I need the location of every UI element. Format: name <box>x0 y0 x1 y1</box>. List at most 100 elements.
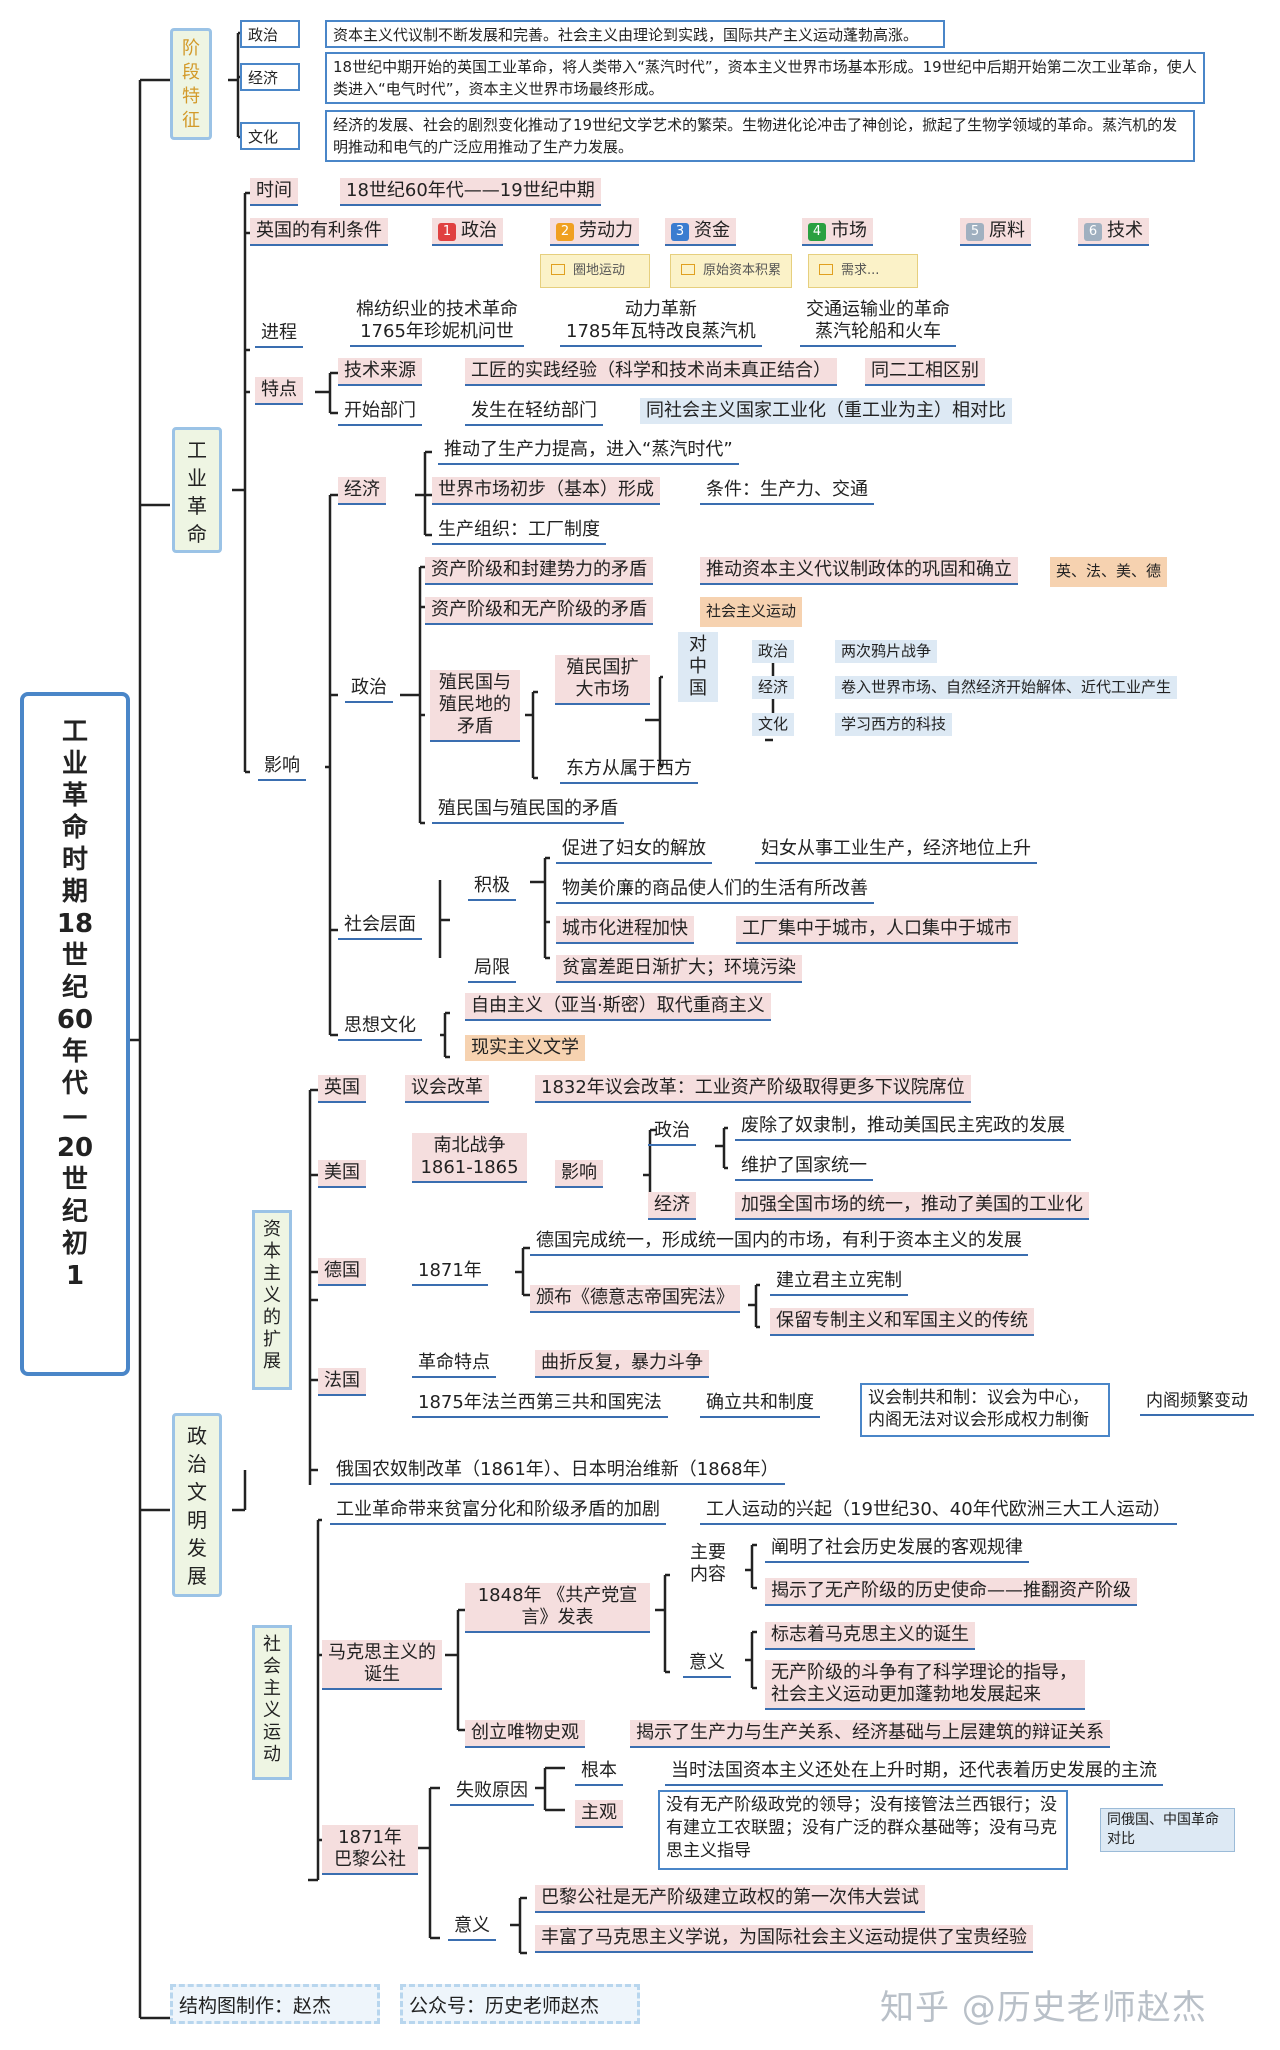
pc-content-1: 揭示了无产阶级的历史使命——推翻资产阶级 <box>765 1578 1137 1606</box>
ir-cond-note-0: 圈地运动 <box>540 254 650 288</box>
ir-time-label: 时间 <box>250 178 298 206</box>
pc-de2: 颁布《德意志帝国宪法》 <box>530 1285 740 1313</box>
pc-us-impact: 影响 <box>555 1160 603 1188</box>
pc-content-label: 主要内容 <box>690 1542 726 1585</box>
ir-econ-cond: 条件：生产力、交通 <box>700 477 874 505</box>
ir-tech-source-cmp: 同二工相区别 <box>865 358 985 386</box>
pc-fr-label: 法国 <box>318 1368 366 1396</box>
ir-start-dept-cmp: 同社会主义国家工业化（重工业为主）相对比 <box>640 398 1012 424</box>
ir-process-detail: 1785年瓦特改良蒸汽机 <box>566 321 756 342</box>
pc-de-year: 1871年 <box>412 1258 488 1286</box>
pc-paris-label: 1871年 巴黎公社 <box>322 1825 418 1875</box>
pc-s0a: 工人运动的兴起（19世纪30、40年代欧洲三大工人运动） <box>700 1497 1177 1525</box>
ir-econ-1: 世界市场初步（基本）形成 <box>432 477 660 505</box>
pc-fail-label: 失败原因 <box>450 1778 534 1806</box>
ir-neg-label: 局限 <box>468 955 516 983</box>
ir-process-detail: 1765年珍妮机问世 <box>360 321 514 342</box>
pc-meaning-0: 标志着马克思主义的诞生 <box>765 1622 975 1650</box>
pc-fr1: 革命特点 <box>412 1350 496 1378</box>
ir-cond-badge-1: 2 <box>556 223 574 241</box>
ir-pos-1: 物美价廉的商品使人们的生活有所改善 <box>556 876 874 904</box>
pc-soc-label: 社会主义运动 <box>252 1625 292 1780</box>
ir-pol1b: 英、法、美、德 <box>1050 557 1168 587</box>
pc-fr2b: 议会制共和制：议会为中心，内阁无法对议会形成权力制衡 <box>860 1383 1110 1437</box>
ir-pos3b: 工厂集中于城市，人口集中于城市 <box>736 916 1018 944</box>
ir-pol2: 资产阶级和无产阶级的矛盾 <box>425 597 653 625</box>
pc-uk1: 议会改革 <box>405 1075 489 1103</box>
pc-uk-label: 英国 <box>318 1075 366 1103</box>
ir-cond-note-text: 圈地运动 <box>573 263 626 278</box>
pc-meaning-label: 意义 <box>683 1650 731 1678</box>
stage-culture: 经济的发展、社会的剧烈变化推动了19世纪文学艺术的繁荣。生物进化论冲击了神创论，… <box>325 110 1195 162</box>
ir-cond-text-2: 资金 <box>694 220 730 241</box>
ir-pol3b: 对中国 <box>678 632 718 702</box>
ir-process-2: 交通运输业的革命蒸汽轮船和火车 <box>800 297 956 347</box>
stage-label: 阶段特征 <box>170 28 212 140</box>
stage-political: 资本主义代议制不断发展和完善。社会主义由理论到实践，国际共产主义运动蓬勃高涨。 <box>325 20 945 48</box>
ir-pol3c: 东方从属于西方 <box>560 756 698 784</box>
ir-cond-text-1: 劳动力 <box>579 220 633 241</box>
ir-pos1b: 妇女从事工业生产，经济地位上升 <box>755 836 1037 864</box>
ir-cond-badge-0: 1 <box>438 223 456 241</box>
ir-process-title: 棉纺织业的技术革命 <box>356 299 518 320</box>
pc-us-pol: 政治 <box>648 1118 696 1146</box>
ir-cond-badge-3: 4 <box>808 223 826 241</box>
ir-thought-label: 思想文化 <box>338 1013 422 1041</box>
ir-pol1a: 推动资本主义代议制政体的巩固和确立 <box>700 557 1018 585</box>
pc-uk2: 1832年议会改革：工业资产阶级取得更多下议院席位 <box>535 1075 971 1103</box>
ir-cond-note-text: 原始资本积累 <box>703 263 782 278</box>
pc-us-pol-1: 维护了国家统一 <box>735 1153 873 1181</box>
pc-root: 当时法国资本主义还处在上升时期，还代表着历史发展的主流 <box>665 1758 1163 1786</box>
pc-us-econ-item: 加强全国市场的统一，推动了美国的工业化 <box>735 1192 1089 1220</box>
pc-us-war: 南北战争 1861-1865 <box>412 1133 527 1183</box>
ir-cond-badge-2: 3 <box>671 223 689 241</box>
ir-cond-text-3: 市场 <box>831 220 867 241</box>
ir-pol3: 殖民国与殖民地的矛盾 <box>430 670 520 742</box>
stage-economic-label: 经济 <box>240 63 300 91</box>
stage-culture-label: 文化 <box>240 122 300 150</box>
ir-cond-text-0: 政治 <box>461 220 497 241</box>
pc-fr2: 1875年法兰西第三共和国宪法 <box>412 1390 668 1418</box>
ir-feature-label: 特点 <box>255 377 303 405</box>
ir-cond-label: 英国的有利条件 <box>250 218 388 246</box>
ir-pos-label: 积极 <box>468 873 516 901</box>
ir-pol1: 资产阶级和封建势力的矛盾 <box>425 557 653 585</box>
ir-pos-2: 城市化进程加快 <box>556 916 694 944</box>
ir-china-key-1: 经济 <box>752 676 795 699</box>
pc-p-meaning-label: 意义 <box>448 1913 496 1941</box>
ir-china-value-2: 学习西方的科技 <box>835 713 953 736</box>
ir-cond-note-1: 原始资本积累 <box>670 254 792 288</box>
pc-meaning-1: 无产阶级的斗争有了科学理论的指导，社会主义运动更加蓬勃地发展起来 <box>765 1660 1085 1710</box>
ir-china-value-0: 两次鸦片战争 <box>835 640 938 663</box>
note-icon <box>819 264 833 275</box>
main-title-text: 工业革命时期 18世纪60年代—20世纪初 1 <box>56 717 94 1291</box>
note-icon <box>681 264 695 275</box>
pc-ru-jp: 俄国农奴制改革（1861年）、日本明治维新（1868年） <box>330 1457 785 1485</box>
pc-us-pol-0: 废除了奴隶制，推动美国民主宪政的发展 <box>735 1113 1071 1141</box>
pc-mx-label: 马克思主义的诞生 <box>322 1640 442 1690</box>
ir-cond-3: 4 市场 <box>802 218 873 246</box>
pc-hm: 创立唯物史观 <box>465 1720 585 1748</box>
pc-s0: 工业革命带来贫富分化和阶级矛盾的加剧 <box>330 1497 666 1525</box>
pc-us-label: 美国 <box>318 1160 366 1188</box>
pc-de2-1: 保留专制主义和军国主义的传统 <box>770 1308 1034 1336</box>
pc-root-label: 根本 <box>575 1758 623 1786</box>
pc-de2-0: 建立君主立宪制 <box>770 1268 908 1296</box>
watermark: 知乎 @历史老师赵杰 <box>880 1988 1207 2028</box>
ir-cond-note-2: 需求... <box>808 254 918 288</box>
note-icon <box>551 264 565 275</box>
stage-economic: 18世纪中期开始的英国工业革命，将人类带入“蒸汽时代”，资本主义世界市场基本形成… <box>325 52 1205 104</box>
ir-tech-source: 工匠的实践经验（科学和技术尚未真正结合） <box>465 358 837 386</box>
pc-subj: 没有无产阶级政党的领导；没有接管法兰西银行；没有建立工农联盟；没有广泛的群众基础… <box>658 1790 1068 1870</box>
ir-cond-note-text: 需求... <box>841 263 880 278</box>
ir-neg: 贫富差距日渐扩大；环境污染 <box>556 955 802 983</box>
footer-maker: 结构图制作：赵杰 <box>170 1984 380 2024</box>
ir-pol3a: 殖民国扩大市场 <box>555 655 650 705</box>
ir-pos-0: 促进了妇女的解放 <box>556 836 712 864</box>
ir-start-dept-label: 开始部门 <box>338 398 422 426</box>
ir-econ-0: 推动了生产力提高，进入“蒸汽时代” <box>438 437 739 465</box>
